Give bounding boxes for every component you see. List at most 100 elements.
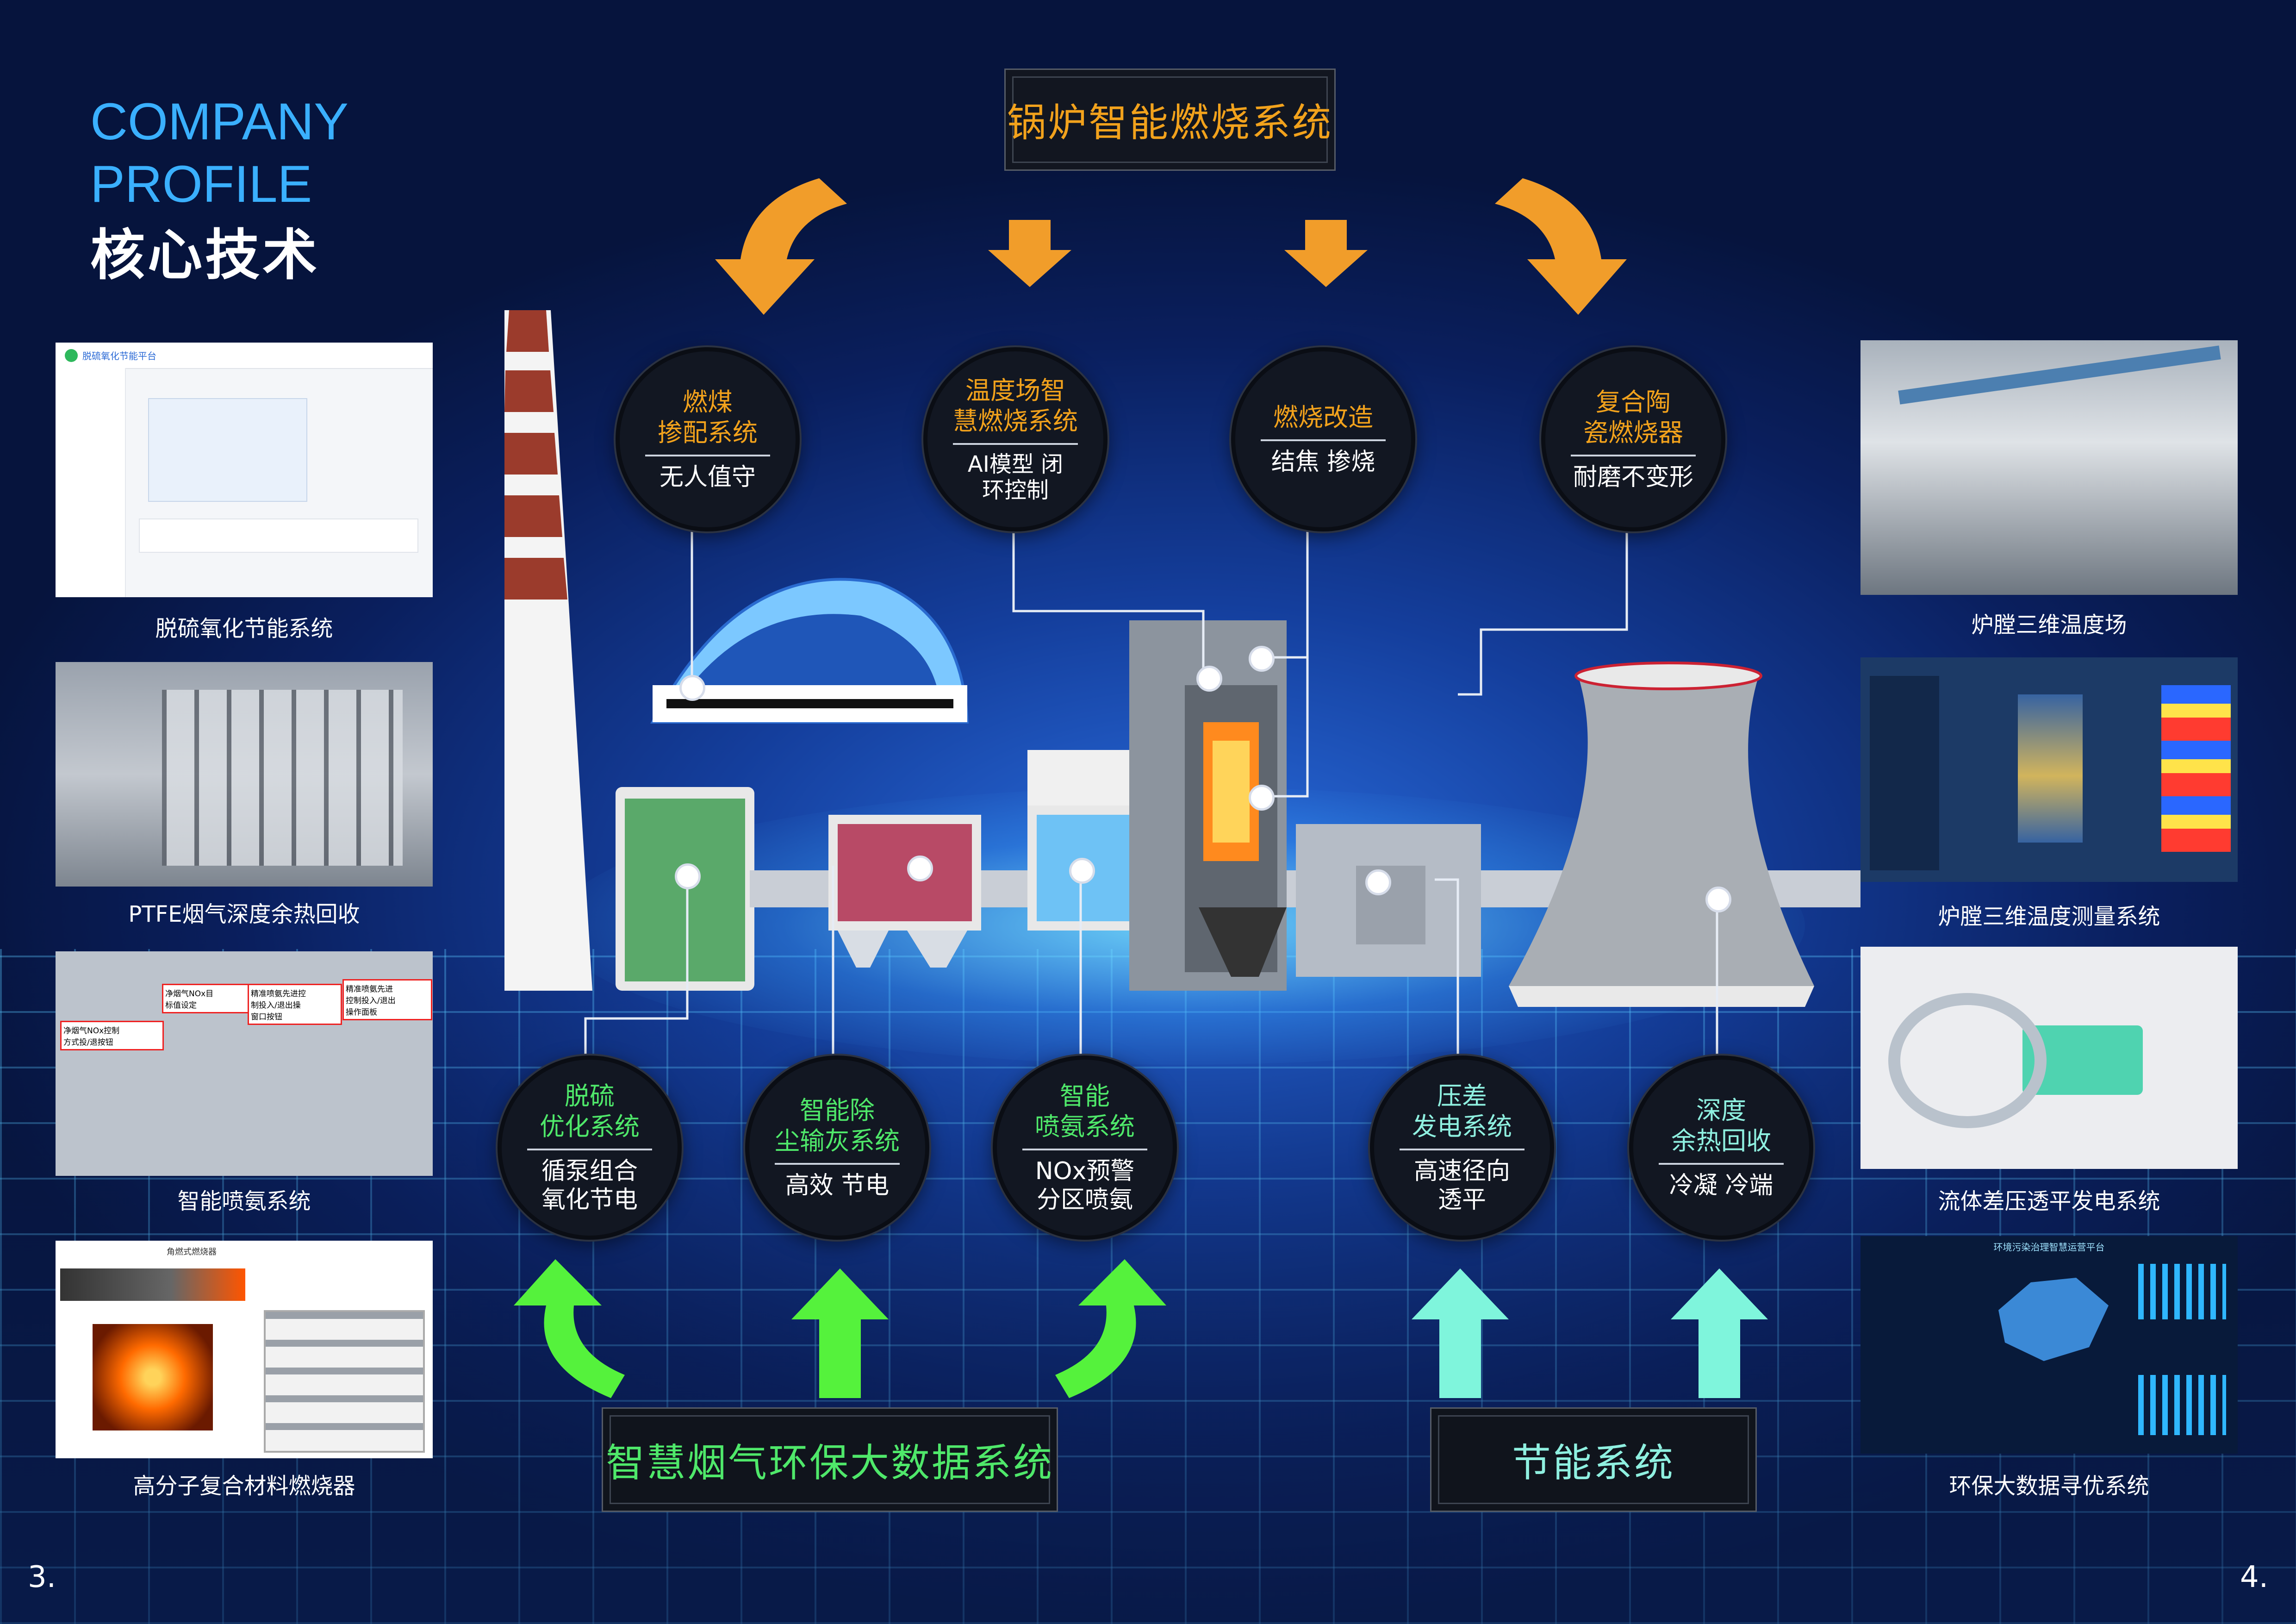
turbine-generator (1296, 824, 1481, 977)
circle-title: 压差 发电系统 (1400, 1081, 1524, 1150)
panel-inner-title: 脱硫氧化节能平台 (82, 350, 156, 362)
panel-sidebar (56, 368, 126, 597)
dot-boiler-upper (1196, 666, 1222, 692)
circle-title: 温度场智 慧燃烧系统 (953, 375, 1078, 445)
right-panel-turbine-render (1860, 947, 2238, 1169)
burner-inner-label: 角燃式燃烧器 (167, 1247, 217, 1257)
dashboard-title: 环境污染治理智慧运营平台 (1993, 1242, 2105, 1253)
circle-title: 深度 余热回收 (1659, 1095, 1784, 1165)
circle-pressure-power: 压差 发电系统 高速径向 透平 (1370, 1056, 1554, 1240)
left-panel-ptfe-photo (56, 662, 433, 887)
circle-title: 燃煤 掺配系统 (645, 387, 770, 456)
green-curved-arrow-right (1055, 1259, 1166, 1398)
green-curved-arrow-left (514, 1259, 625, 1398)
hmi-label-2: 精准喷氨先进 控制投入/退出 操作面板 (342, 979, 432, 1020)
energy-saving-system-box: 节能系统 (1430, 1407, 1757, 1512)
hmi-label-3: 净烟气NOx控制 方式投/退按钮 (60, 1021, 164, 1050)
photo-equipment-rack (162, 690, 403, 866)
dashboard-bars-bottom (2138, 1375, 2226, 1435)
green-up-arrow (791, 1268, 889, 1398)
circle-dust-removal: 智能除 尘输灰系统 高效 节电 (745, 1056, 929, 1240)
panel-process-diagram (148, 398, 307, 502)
circle-ceramic-burner: 复合陶 瓷燃烧器 耐磨不变形 (1541, 347, 1725, 531)
right-panel-bigdata-dashboard: 环境污染治理智慧运营平台 (1860, 1236, 2238, 1454)
circle-subtitle: 冷凝 冷端 (1669, 1172, 1773, 1199)
circle-subtitle: 无人值守 (659, 463, 756, 491)
burner-flame-image (93, 1324, 213, 1430)
burner-pipe (60, 1268, 245, 1301)
teal-up-arrow-1 (1412, 1268, 1509, 1398)
page-number-left: 3. (28, 1560, 56, 1594)
dot-cooling-tower (1705, 887, 1731, 912)
dust-collector (828, 815, 981, 968)
circle-ammonia-injection: 智能 喷氨系统 NOx预警 分区喷氨 (993, 1056, 1177, 1240)
caption-furnace-field: 炉膛三维温度场 (1971, 612, 2127, 638)
curved-arrow-right (1495, 178, 1627, 315)
teal-up-arrow-2 (1671, 1268, 1768, 1398)
left-panel-desulfurization-screenshot: 脱硫氧化节能平台 (56, 343, 433, 597)
panel-data-strip (139, 518, 418, 553)
left-panel-ammonia-hmi: 净烟气NOx目 标值设定 精准喷氨先进 控制投入/退出 操作面板 净烟气NOx控… (56, 951, 433, 1176)
circle-combustion-retrofit: 燃烧改造 结焦 掺烧 (1231, 347, 1415, 531)
circle-subtitle: 耐磨不变形 (1573, 463, 1693, 491)
panel-header: 脱硫氧化节能平台 (56, 343, 433, 369)
circle-subtitle: 结焦 掺烧 (1271, 448, 1375, 476)
right-panel-temperature-3d (1860, 657, 2238, 882)
circle-waste-heat: 深度 余热回收 冷凝 冷端 (1629, 1056, 1813, 1240)
dot-coal-shed (679, 675, 705, 701)
hmi-label-4: 精准喷氨先进控 制投入/退出操 窗口按钮 (248, 984, 342, 1025)
burner-block (264, 1310, 425, 1453)
circle-title: 智能 喷氨系统 (1022, 1081, 1147, 1150)
caption-turbine: 流体差压透平发电系统 (1938, 1188, 2160, 1214)
caption-burner: 高分子复合材料燃烧器 (133, 1473, 355, 1499)
caption-ammonia: 智能喷氨系统 (177, 1188, 311, 1214)
cooling-tower (1509, 662, 1814, 1007)
circle-temperature-field: 温度场智 慧燃烧系统 AI模型 闭 环控制 (923, 347, 1108, 531)
coal-shed (650, 578, 969, 724)
turbine-piping (1888, 993, 2047, 1128)
photo-pipe (1898, 345, 2221, 405)
title-line-1: COMPANY (90, 93, 348, 150)
dot-desulfurization (675, 863, 701, 889)
right-panel-furnace-photo (1860, 340, 2238, 595)
circle-title: 燃烧改造 (1261, 402, 1386, 441)
company-profile-title: COMPANY PROFILE (90, 90, 348, 215)
temp-sidebar (1870, 676, 1939, 870)
hmi-label-1: 净烟气NOx目 标值设定 (162, 984, 252, 1013)
boiler-combustion-system-box: 锅炉智能燃烧系统 (1004, 69, 1336, 171)
circle-title: 脱硫 优化系统 (527, 1081, 652, 1150)
dot-boiler-furnace (1249, 785, 1275, 811)
down-arrow-2 (1284, 220, 1368, 287)
title-line-2: PROFILE (90, 155, 312, 213)
dot-generator (1365, 869, 1391, 895)
caption-desulfurization: 脱硫氧化节能系统 (155, 616, 333, 642)
caption-bigdata: 环保大数据寻优系统 (1949, 1473, 2149, 1499)
circle-subtitle: NOx预警 分区喷氨 (1035, 1157, 1135, 1214)
circle-title: 智能除 尘输灰系统 (775, 1095, 900, 1165)
curved-arrow-left (715, 178, 847, 315)
dashboard-bars-top (2138, 1264, 2226, 1319)
circle-subtitle: 高速径向 透平 (1413, 1157, 1510, 1214)
circle-subtitle: 循泵组合 氧化节电 (541, 1157, 638, 1214)
green-arrows (514, 1259, 1166, 1398)
core-technology-title: 核心技术 (90, 223, 320, 287)
left-panel-burner: 角燃式燃烧器 (56, 1241, 433, 1458)
circle-coal-blending: 燃煤 掺配系统 无人值守 (616, 347, 800, 531)
panel-logo-icon (65, 349, 78, 362)
down-arrow-1 (988, 220, 1071, 287)
temp-furnace-model (2018, 694, 2083, 843)
dashboard-map (1998, 1278, 2109, 1361)
circle-title: 复合陶 瓷燃烧器 (1571, 387, 1696, 456)
circle-subtitle: 高效 节电 (785, 1172, 890, 1199)
caption-ptfe: PTFE烟气深度余热回收 (128, 901, 360, 927)
caption-temperature-3d: 炉膛三维温度测量系统 (1938, 904, 2160, 930)
orange-arrows (715, 178, 1627, 315)
dot-boiler-right (1249, 646, 1275, 672)
temp-heatmaps (2161, 685, 2231, 852)
env-bigdata-system-box: 智慧烟气环保大数据系统 (602, 1407, 1058, 1512)
page-number-right: 4. (2240, 1560, 2269, 1594)
circle-desulfurization: 脱硫 优化系统 循泵组合 氧化节电 (498, 1056, 682, 1240)
teal-arrows (1412, 1268, 1768, 1398)
dot-scr (1069, 858, 1095, 884)
chimney (504, 310, 592, 991)
